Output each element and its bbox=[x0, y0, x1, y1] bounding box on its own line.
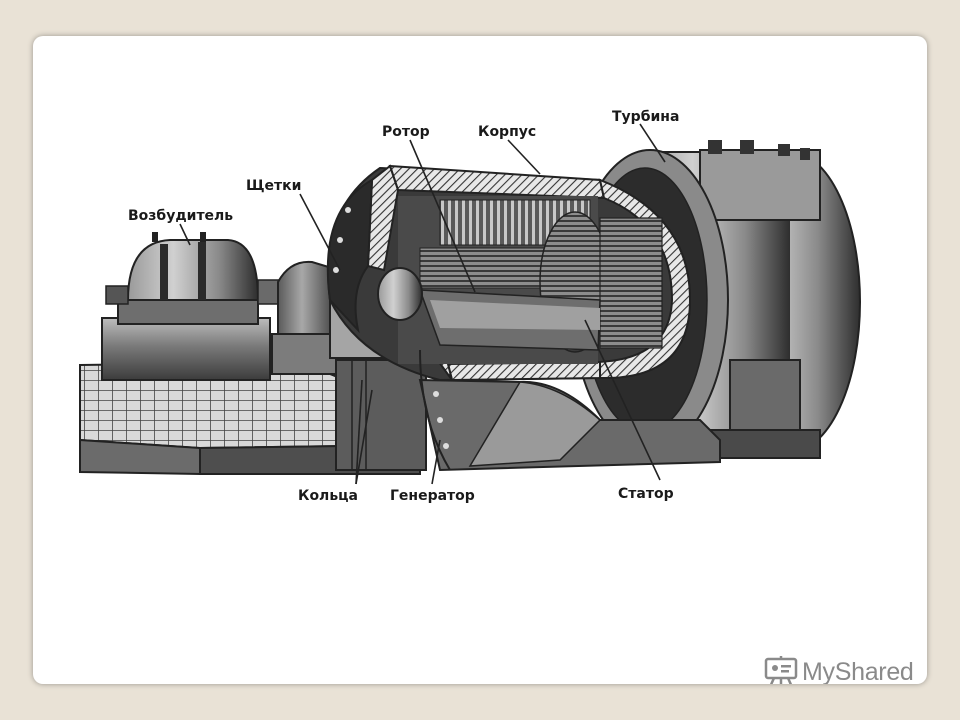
exciter-unit bbox=[101, 232, 287, 381]
label-stator: Статор bbox=[618, 486, 674, 502]
label-generator: Генератор bbox=[390, 488, 475, 504]
slide: Ротор Корпус Турбина Щетки Возбудитель К… bbox=[33, 36, 927, 684]
watermark-text: MyShared bbox=[802, 657, 914, 685]
turbine-body bbox=[640, 140, 861, 459]
rotor bbox=[377, 267, 601, 351]
watermark: MyShared bbox=[764, 656, 914, 684]
presentation-board-icon bbox=[764, 656, 798, 684]
leader-lines bbox=[179, 123, 666, 485]
label-housing: Корпус bbox=[478, 124, 536, 140]
generator-diagram: Ротор Корпус Турбина Щетки Возбудитель К… bbox=[79, 109, 861, 504]
label-rings: Кольца bbox=[298, 488, 358, 504]
label-brushes: Щетки bbox=[246, 178, 301, 194]
label-exciter: Возбудитель bbox=[128, 208, 233, 224]
label-rotor: Ротор bbox=[382, 124, 430, 140]
label-turbine: Турбина bbox=[612, 109, 679, 125]
